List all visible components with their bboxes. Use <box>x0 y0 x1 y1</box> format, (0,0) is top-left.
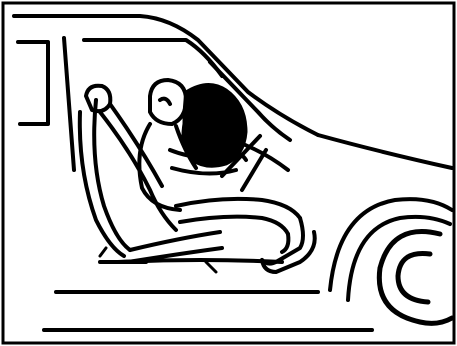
illustration-frame <box>0 0 457 346</box>
car-airbag-illustration <box>0 0 457 346</box>
